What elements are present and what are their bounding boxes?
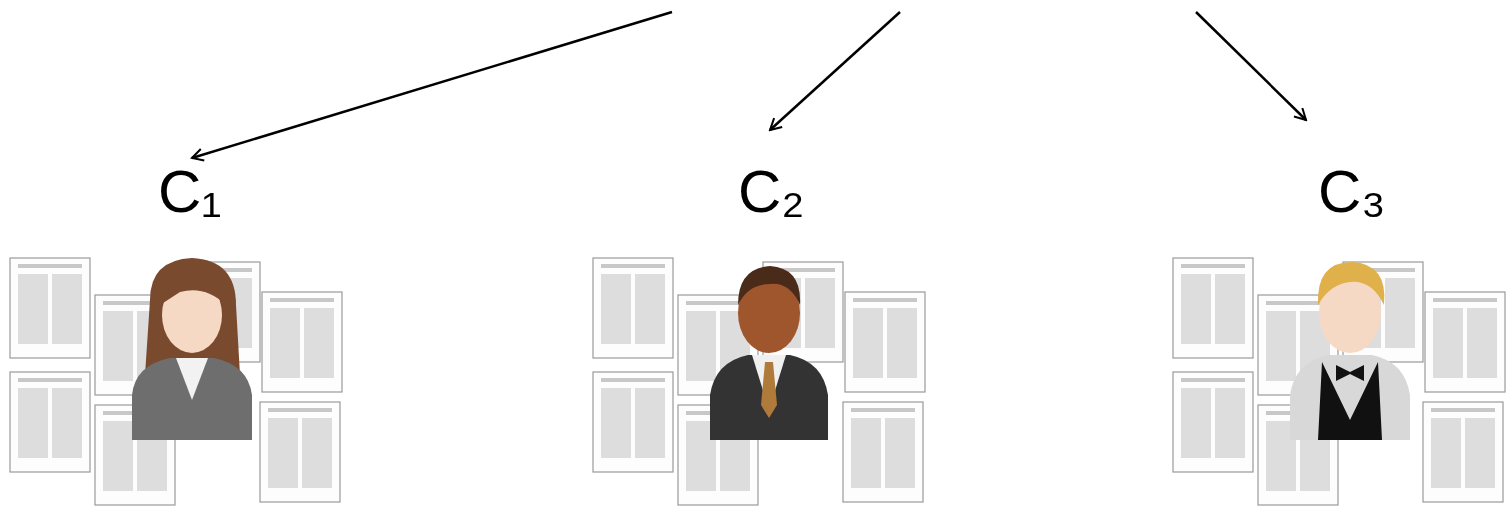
person-icon (132, 258, 252, 440)
paper-stack (593, 258, 925, 505)
arrow (192, 12, 672, 158)
arrow (1196, 12, 1306, 120)
cluster-label: C₃ (1318, 162, 1386, 222)
cluster-label: C₁ (158, 162, 222, 222)
paper-stack (1173, 258, 1505, 505)
person-icon (1290, 262, 1410, 440)
person-icon (710, 266, 828, 440)
paper-stack (10, 258, 342, 505)
cluster-label: C₂ (738, 162, 805, 222)
arrow (770, 12, 900, 130)
